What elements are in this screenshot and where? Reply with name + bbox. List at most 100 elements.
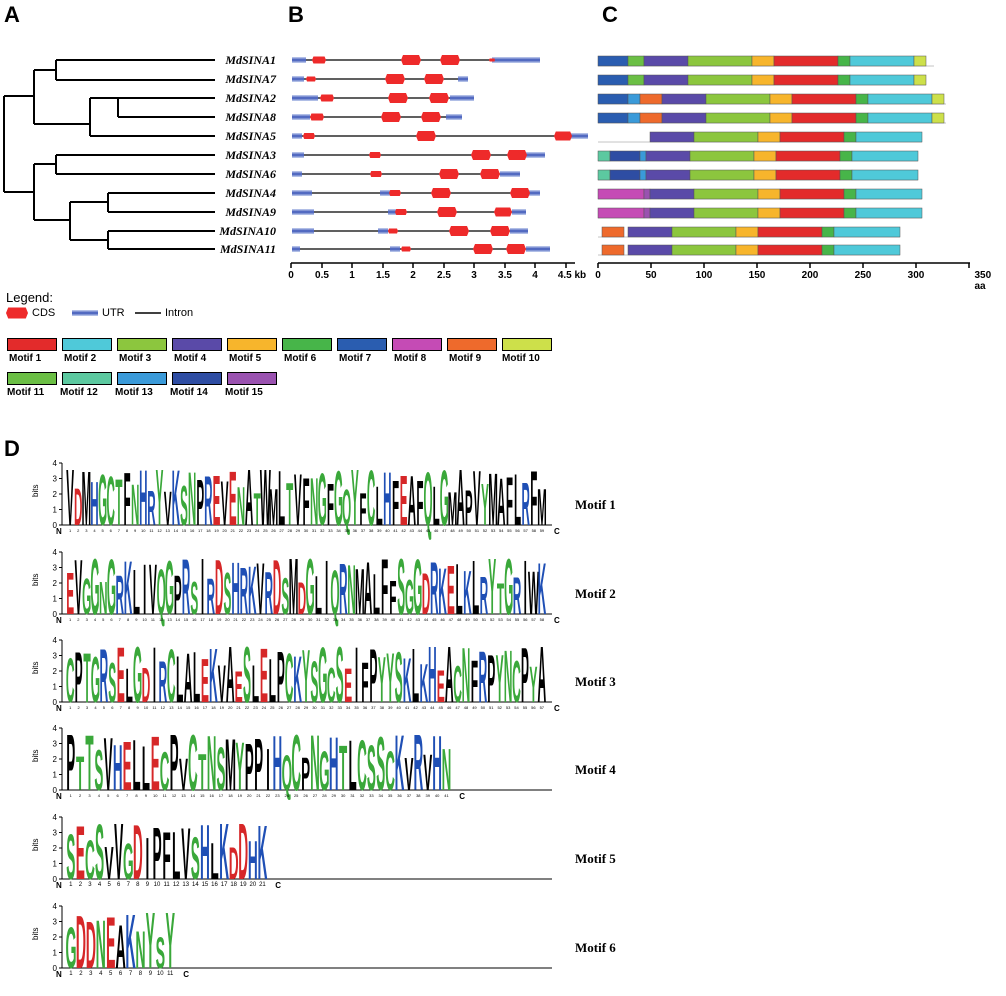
logo-position-label: 30 [312, 705, 317, 710]
logo-letter: M [82, 455, 92, 542]
logo-position-label: 9 [146, 882, 150, 888]
logo-letter: P [170, 719, 179, 808]
logo-position-label: 28 [288, 528, 293, 533]
logo-position-label: 2 [79, 793, 82, 798]
bits-tick-label: 4 [53, 459, 58, 468]
logo-letter: H [231, 548, 240, 630]
bits-tick-label: 1 [53, 860, 58, 869]
bits-axis-label: bits [31, 750, 40, 762]
logo-letter: E [213, 459, 221, 540]
motif-row [597, 207, 923, 219]
logo-position-label: 37 [366, 617, 371, 622]
logo-position-label: 13 [167, 617, 172, 622]
logo-position-label: 43 [415, 617, 420, 622]
bits-tick-label: 3 [53, 475, 58, 484]
logo-letter: K [293, 644, 302, 718]
motif-legend-label: Motif 4 [174, 353, 207, 364]
logo-letter: A [245, 455, 253, 543]
logo-letter: R [116, 564, 125, 626]
kb-tick-label: 1.5 [376, 270, 390, 281]
logo-letter: P [196, 467, 204, 539]
logo-letter: R [430, 547, 439, 631]
gene-label: MdSINA4 [225, 186, 276, 200]
motif-swatch-5 [227, 338, 277, 351]
logo-position-label: 13 [181, 793, 186, 798]
logo-motif-label: Motif 1 [575, 497, 616, 512]
logo-position-label: 2 [77, 528, 80, 533]
logo-position-label: 17 [198, 528, 203, 533]
logo-position-label: 6 [111, 705, 114, 710]
logo-letter: R [521, 471, 529, 539]
logo-letter: Y [481, 472, 489, 539]
logo-position-label: 38 [380, 705, 385, 710]
logo-motif-label: Motif 4 [575, 762, 616, 777]
logo-letter: C [512, 649, 521, 716]
logo-position-label: 27 [313, 793, 318, 798]
logo-letter: L [348, 726, 356, 805]
logo-position-label: 42 [413, 705, 418, 710]
logo-letter: V [105, 838, 114, 890]
logo-position-label: 26 [271, 528, 276, 533]
logo-position-label: 41 [393, 528, 398, 533]
motif-swatch-6 [282, 338, 332, 351]
logo-position-label: 4 [98, 882, 102, 888]
logo-letter: G [405, 570, 414, 625]
logo-position-label: 30 [304, 528, 309, 533]
logo-position-label: 2 [79, 971, 83, 977]
logo-position-label: 40 [435, 793, 440, 798]
logo-letter: C [367, 455, 375, 543]
logo-position-label: 2 [79, 882, 83, 888]
logo-position-label: 13 [165, 528, 170, 533]
logo-position-label: 1 [69, 882, 73, 888]
kb-tick-label: 2.5 [437, 270, 451, 281]
logo-letter: Q [424, 456, 433, 541]
aa-tick-label: 250 [854, 270, 872, 281]
logo-letter: Y [529, 657, 537, 713]
logo-position-label: 28 [322, 793, 327, 798]
motif-swatch-3 [117, 338, 167, 351]
logo-position-label: 46 [447, 705, 452, 710]
logo-letter: S [310, 649, 318, 714]
logo-letter: S [180, 474, 188, 538]
logo-position-label: 5 [107, 793, 110, 798]
logo-position-label: 37 [407, 793, 412, 798]
bits-tick-label: 0 [53, 698, 58, 707]
logo-position-label: 32 [329, 705, 334, 710]
logo-position-label: 36 [397, 793, 402, 798]
motif-swatch-14 [172, 372, 222, 385]
logo-letter: F [530, 455, 537, 542]
motif-legend-label: Motif 5 [229, 353, 262, 364]
logo-c-terminus: C [554, 616, 560, 625]
logo-position-label: 26 [275, 617, 280, 622]
motif-legend-label: Motif 8 [394, 353, 427, 364]
logo-letter: M [225, 725, 236, 807]
logo-position-label: 4 [93, 528, 96, 533]
logo-letter: E [229, 455, 237, 542]
logo-position-label: 34 [341, 617, 346, 622]
logo-position-label: 11 [163, 793, 168, 798]
logo-position-label: 24 [255, 528, 260, 533]
logo-letter: W [528, 560, 539, 628]
logo-position-label: 23 [275, 793, 280, 798]
logo-position-label: 22 [242, 617, 247, 622]
logo-letter: G [440, 454, 449, 542]
panel-letter-d: D [4, 436, 20, 461]
logo-position-label: 17 [200, 617, 205, 622]
logo-letter: S [281, 567, 289, 625]
logo-letter: H [383, 456, 391, 541]
logo-letter: M [289, 543, 299, 633]
logo-letter: T [76, 748, 84, 801]
logo-letter: T [198, 745, 206, 803]
logo-letter: E [344, 659, 352, 712]
legend-utr: UTR [72, 307, 125, 319]
logo-letter: V [114, 808, 123, 897]
logo-letter: A [184, 639, 193, 717]
logo-position-label: 7 [126, 793, 129, 798]
logo-position-label: 4 [98, 793, 101, 798]
logo-letter: H [329, 720, 339, 806]
logo-position-label: 39 [388, 705, 393, 710]
logo-letter: S [108, 651, 116, 715]
gene-structure-row [292, 244, 550, 254]
motif-swatch-11 [7, 372, 57, 385]
